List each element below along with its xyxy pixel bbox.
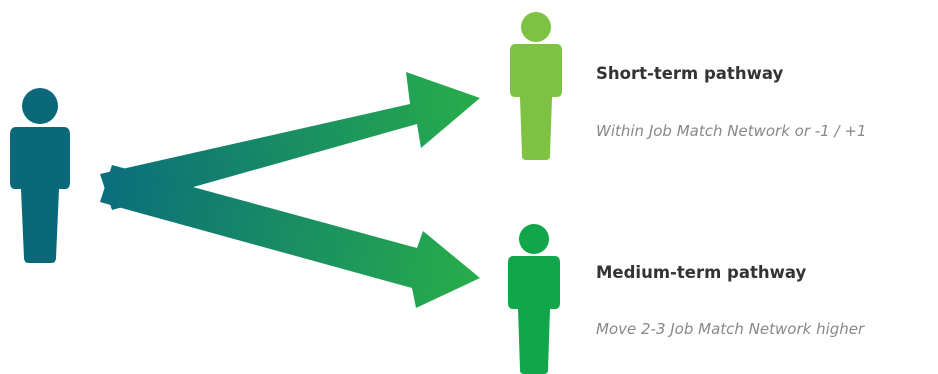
medium-term-arrow bbox=[100, 165, 480, 308]
medium-term-person-icon bbox=[508, 224, 560, 374]
short-term-pathway-title: Short-term pathway bbox=[596, 64, 784, 83]
short-term-arrow bbox=[100, 72, 480, 210]
short-term-person-icon bbox=[510, 12, 562, 160]
medium-term-pathway-title: Medium-term pathway bbox=[596, 263, 807, 282]
current-person-icon bbox=[10, 88, 70, 263]
medium-term-pathway-description: Move 2-3 Job Match Network higher bbox=[596, 320, 865, 338]
short-term-pathway-description: Within Job Match Network or -1 / +1 bbox=[596, 122, 867, 140]
